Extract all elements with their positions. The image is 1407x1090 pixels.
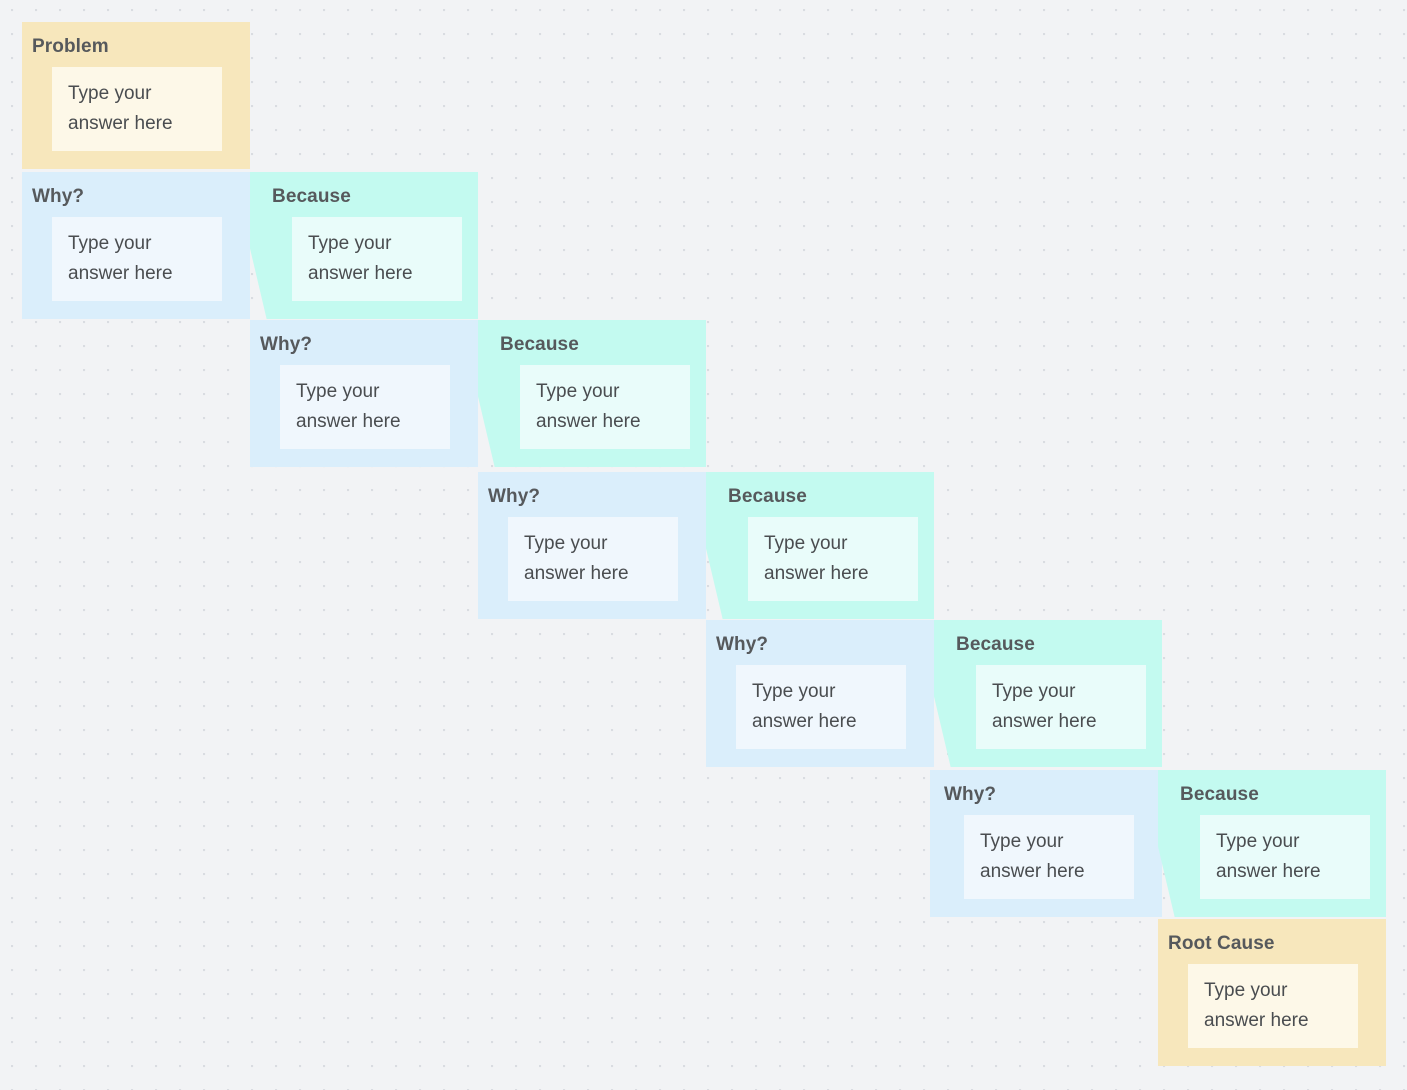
block-title-why-2: Why?	[260, 334, 313, 355]
answer-field-root-cause[interactable]: Type your answer here	[1188, 964, 1358, 1048]
block-why-4[interactable]: Why? Type your answer here	[706, 620, 934, 767]
answer-field-because-1[interactable]: Type your answer here	[292, 217, 462, 301]
block-title-why-5: Why?	[944, 784, 997, 805]
block-title-because-3: Because	[728, 486, 807, 507]
answer-field-why-2[interactable]: Type your answer here	[280, 365, 450, 449]
answer-field-because-5[interactable]: Type your answer here	[1200, 815, 1370, 899]
block-why-5[interactable]: Why? Type your answer here	[930, 770, 1162, 917]
answer-field-why-1[interactable]: Type your answer here	[52, 217, 222, 301]
answer-field-because-4[interactable]: Type your answer here	[976, 665, 1146, 749]
block-title-because-4: Because	[956, 634, 1035, 655]
block-title-because-1: Because	[272, 186, 351, 207]
block-why-1[interactable]: Why? Type your answer here	[22, 172, 250, 319]
answer-field-why-4[interactable]: Type your answer here	[736, 665, 906, 749]
block-title-why-4: Why?	[716, 634, 769, 655]
answer-field-because-2[interactable]: Type your answer here	[520, 365, 690, 449]
answer-field-why-3[interactable]: Type your answer here	[508, 517, 678, 601]
answer-field-why-5[interactable]: Type your answer here	[964, 815, 1134, 899]
block-title-because-2: Because	[500, 334, 579, 355]
answer-field-because-3[interactable]: Type your answer here	[748, 517, 918, 601]
block-why-3[interactable]: Why? Type your answer here	[478, 472, 706, 619]
block-why-2[interactable]: Why? Type your answer here	[250, 320, 478, 467]
block-title-because-5: Because	[1180, 784, 1259, 805]
block-title-why-1: Why?	[32, 186, 85, 207]
block-title-why-3: Why?	[488, 486, 541, 507]
block-title-root-cause: Root Cause	[1168, 933, 1275, 954]
block-title-problem: Problem	[32, 36, 109, 57]
answer-field-problem[interactable]: Type your answer here	[52, 67, 222, 151]
